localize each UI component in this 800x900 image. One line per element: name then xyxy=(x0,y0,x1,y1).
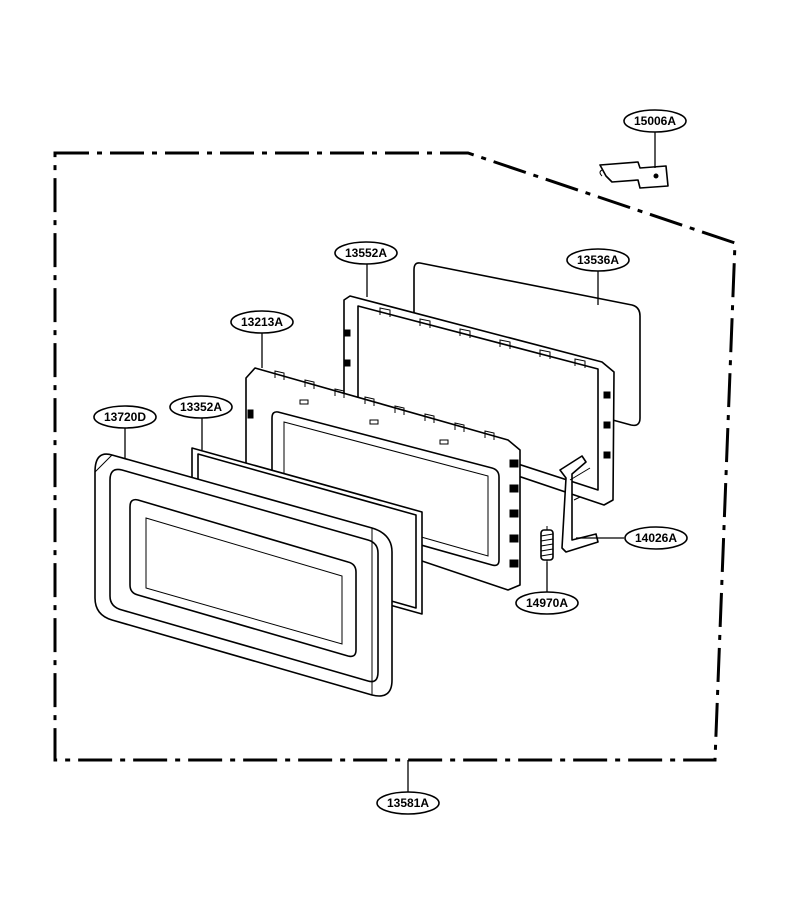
part-13720D-door-frame xyxy=(94,453,393,697)
leader-lines xyxy=(124,132,656,792)
label-text-13720D: 13720D xyxy=(104,410,146,424)
label-14970A: 14970A xyxy=(515,591,579,615)
label-13536A: 13536A xyxy=(566,248,630,272)
label-13581A: 13581A xyxy=(376,791,440,815)
label-14026A: 14026A xyxy=(624,526,688,550)
label-text-13352A: 13352A xyxy=(180,400,222,414)
label-text-13581A: 13581A xyxy=(387,796,429,810)
label-text-13552A: 13552A xyxy=(345,246,387,260)
part-13213A-door-plate xyxy=(245,367,521,591)
part-15006A-bracket xyxy=(599,161,669,189)
label-text-14026A: 14026A xyxy=(635,531,677,545)
label-text-13536A: 13536A xyxy=(577,253,619,267)
label-text-13213A: 13213A xyxy=(241,315,283,329)
part-13552A-frame xyxy=(343,295,615,506)
label-13552A: 13552A xyxy=(334,241,398,265)
part-14026A-latch xyxy=(559,455,599,553)
part-14970A-spring xyxy=(540,526,554,564)
label-text-14970A: 14970A xyxy=(526,596,568,610)
assembly-boundary xyxy=(53,151,737,762)
label-13352A: 13352A xyxy=(169,395,233,419)
label-text-15006A: 15006A xyxy=(634,114,676,128)
label-13720D: 13720D xyxy=(93,405,157,429)
label-13213A: 13213A xyxy=(230,310,294,334)
label-15006A: 15006A xyxy=(623,109,687,133)
